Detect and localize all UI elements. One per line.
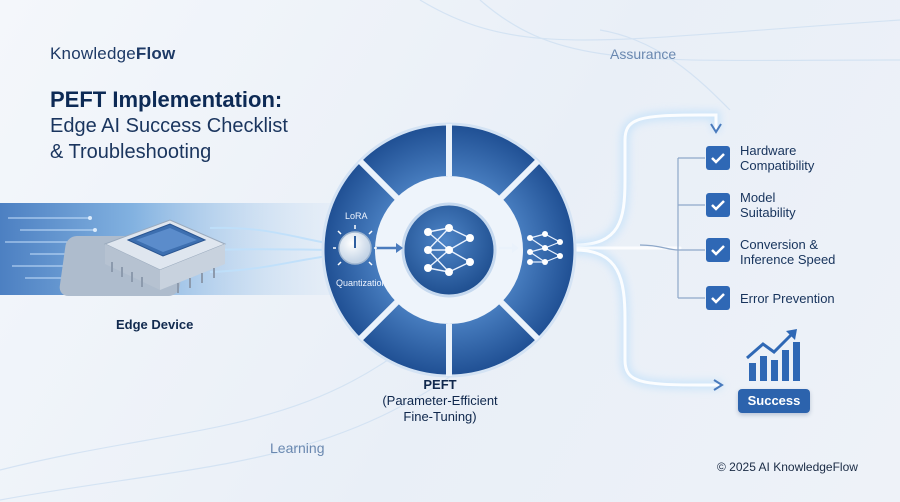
peft-wheel [321, 122, 577, 378]
learning-label: Learning [270, 440, 325, 456]
peft-heading: PEFT [423, 377, 457, 392]
check-icon [706, 146, 730, 170]
edge-device-chip [59, 219, 227, 296]
title-line-3: & Troubleshooting [50, 141, 212, 163]
peft-subtitle-2: Fine-Tuning) [403, 409, 477, 424]
arrow-down-icon [710, 123, 722, 134]
lora-label: LoRA [345, 211, 368, 221]
title-line-1: PEFT Implementation: [50, 87, 283, 112]
copyright-text: © 2025 AI KnowledgeFlow [717, 460, 858, 474]
check-icon [706, 286, 730, 310]
checklist-item-conversion: Conversion &Inference Speed [740, 237, 836, 267]
quantization-label: Quantization [336, 278, 387, 288]
success-badge: Success [738, 389, 810, 413]
peft-caption: PEFT (Parameter-Efficient Fine-Tuning) [360, 377, 520, 425]
assurance-label: Assurance [610, 46, 677, 62]
checklist-item-error: Error Prevention [740, 291, 835, 306]
check-icon [706, 193, 730, 217]
check-icon [706, 238, 730, 262]
title-line-2: Edge AI Success Checklist [50, 115, 288, 137]
edge-device-label: Edge Device [116, 317, 194, 332]
quantization-knob-icon [333, 225, 377, 266]
peft-subtitle-1: (Parameter-Efficient [382, 393, 498, 408]
growth-chart-icon [746, 329, 800, 381]
page-title: PEFT Implementation: Edge AI Success Che… [50, 86, 350, 165]
brand-logo: KnowledgeFlow [50, 44, 176, 63]
